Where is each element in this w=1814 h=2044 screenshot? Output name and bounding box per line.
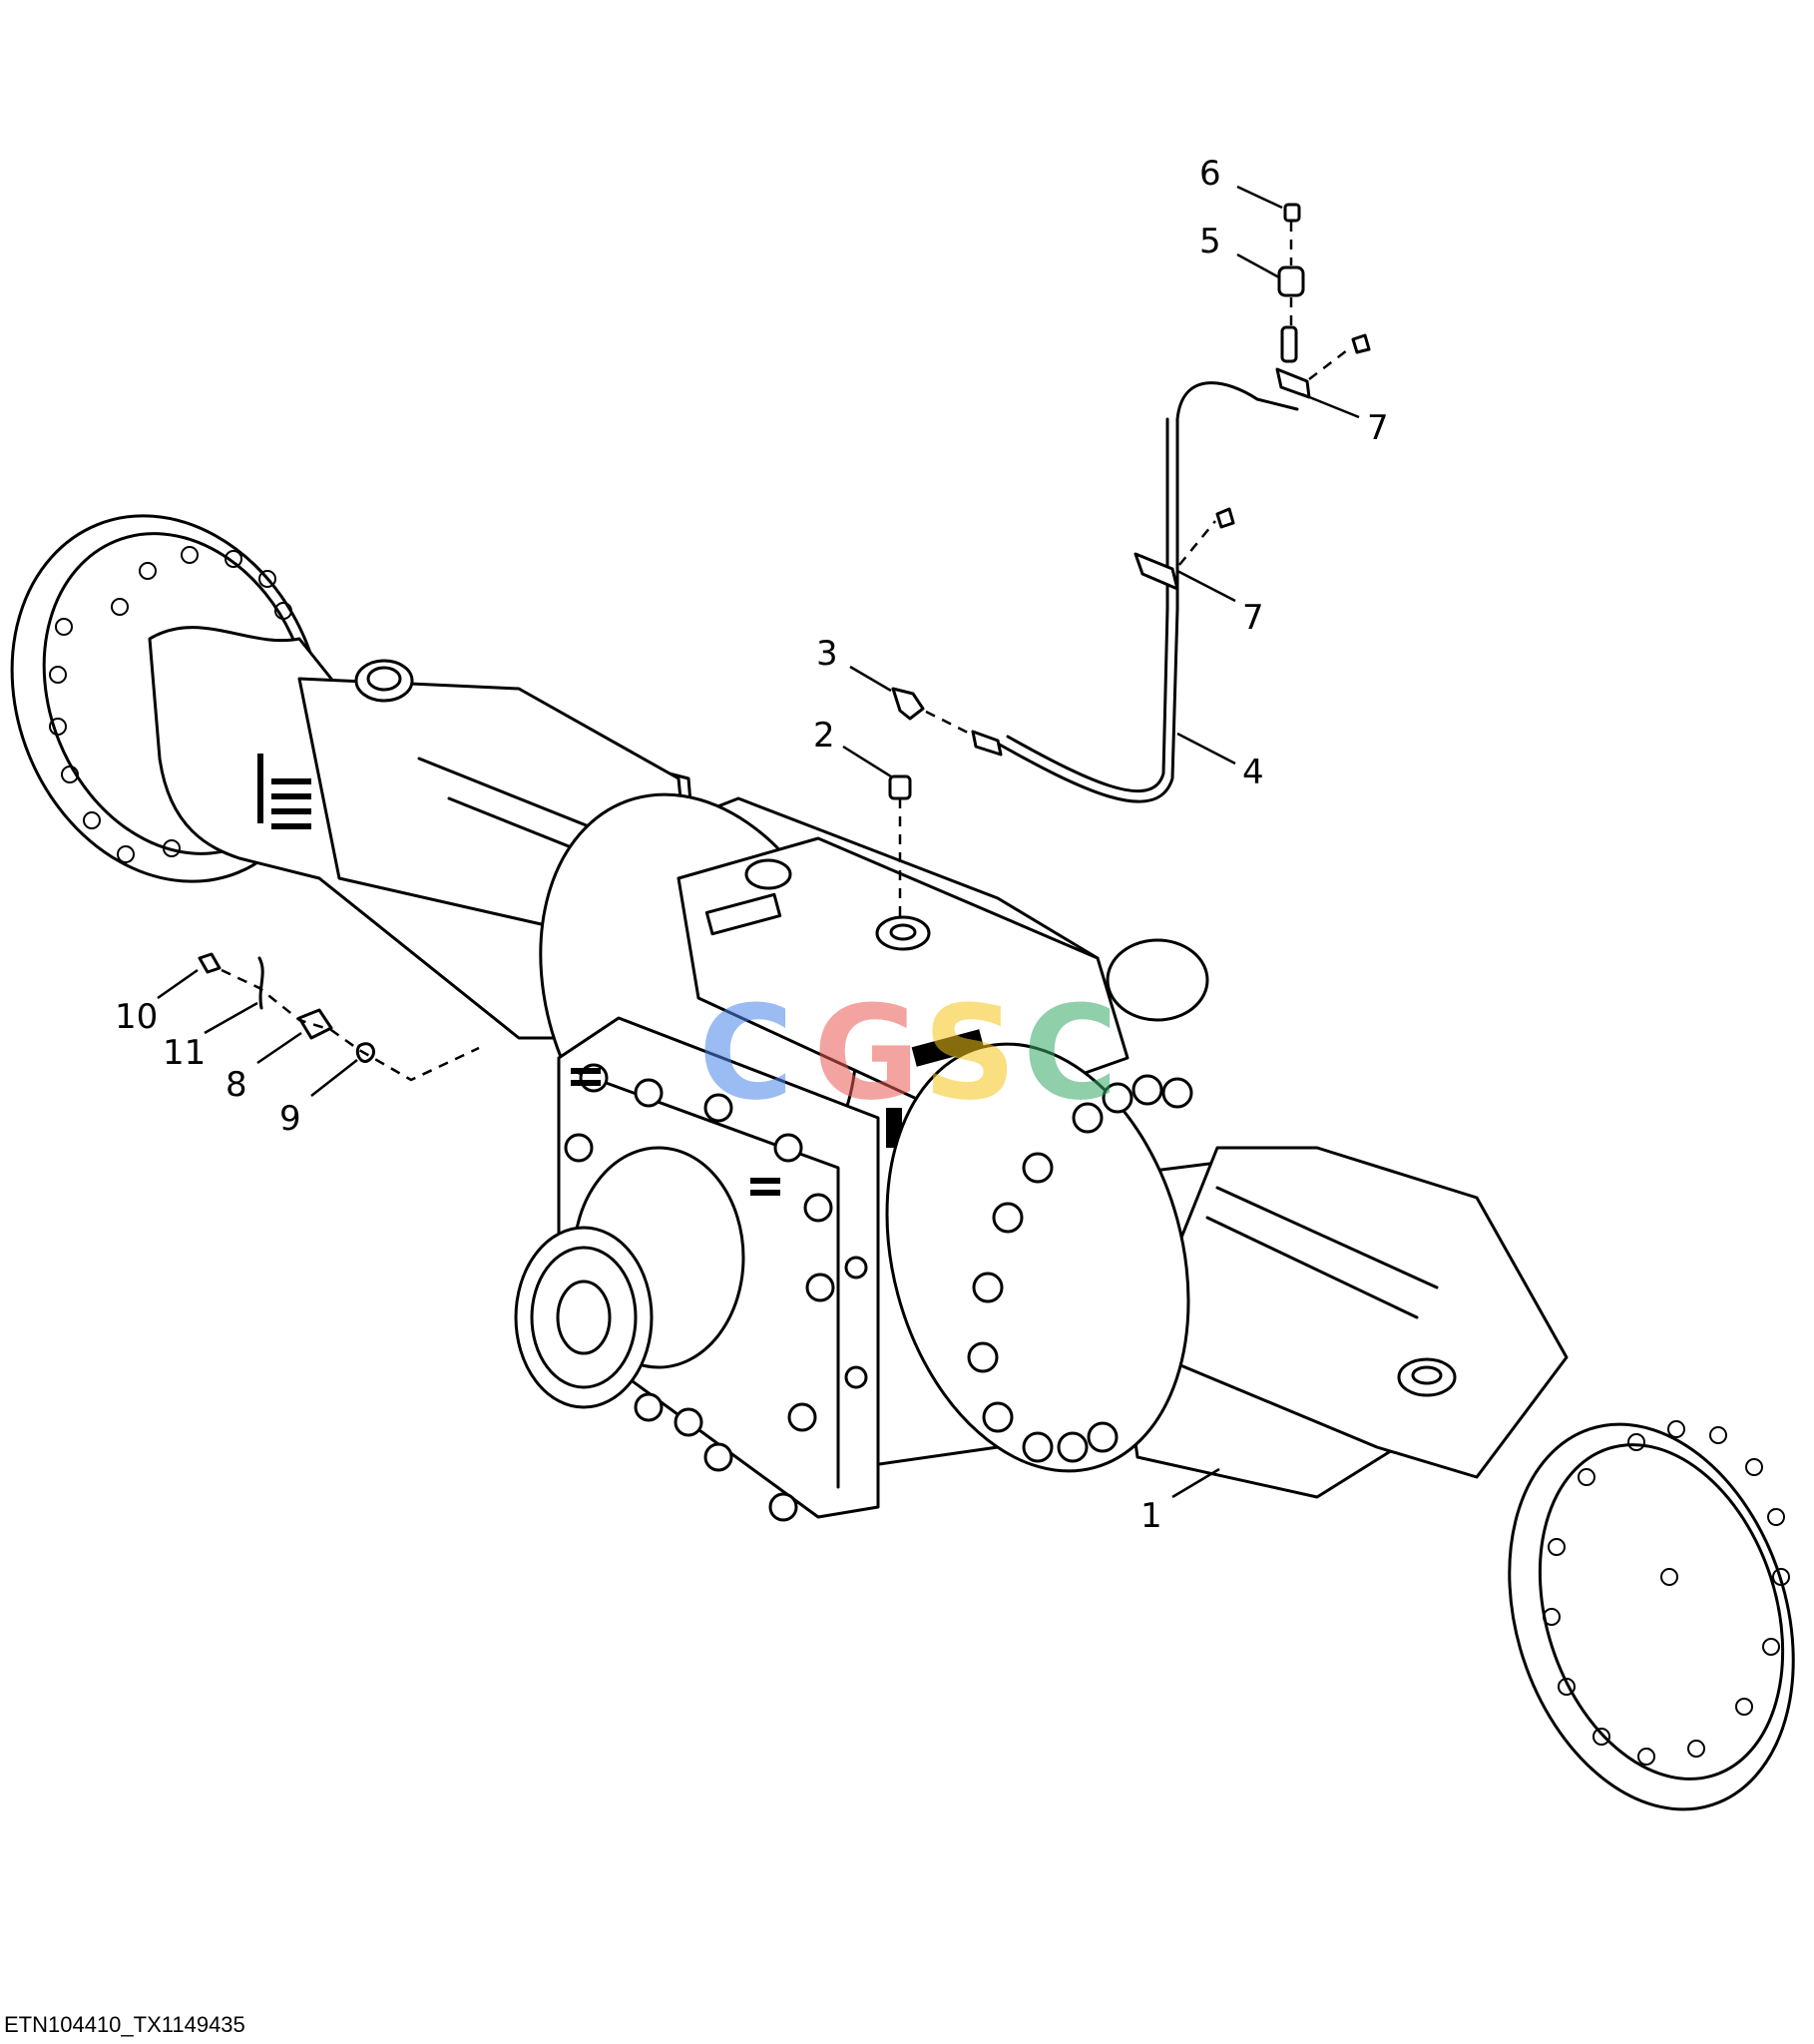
callout-7-lower: 7: [1242, 598, 1264, 638]
callout-9: 9: [279, 1099, 301, 1139]
input-flange-logo: [571, 1068, 780, 1196]
left-housing-label-plate: [257, 754, 311, 829]
callout-2: 2: [813, 716, 835, 756]
watermark-letter-s: S: [923, 977, 1017, 1129]
callout-5: 5: [1199, 222, 1221, 261]
drain-plug-group: [198, 952, 480, 1082]
callout-8: 8: [226, 1065, 247, 1105]
hose-clamp-upper: [1275, 367, 1311, 399]
watermark-letter-c2: C: [1023, 977, 1118, 1129]
drawing-reference-id: ETN104410_TX1149435: [4, 2012, 245, 2037]
input-gear-case: [514, 1016, 902, 1522]
breather-cap: [1283, 203, 1301, 223]
callout-labels: 6 5 7 7 4 3 2 1 10 11 8 9: [115, 154, 1389, 1536]
o-ring: [355, 1042, 375, 1063]
bleeder-screw: [198, 952, 222, 974]
elbow-fitting: [891, 687, 925, 721]
callout-11: 11: [163, 1033, 206, 1073]
watermark-letter-g: G: [813, 977, 920, 1129]
input-case-bolts: [564, 1063, 868, 1522]
breather-assembly: [888, 203, 1371, 918]
breather-hose: [996, 381, 1299, 803]
right-flange-bolt-holes: [1543, 1420, 1790, 1766]
cap-strap: [257, 956, 264, 1010]
callout-1: 1: [1140, 1496, 1162, 1536]
callout-3: 3: [816, 634, 838, 674]
right-brake-bolts: [967, 1074, 1193, 1463]
callout-10: 10: [115, 997, 158, 1037]
watermark-logo: C G S C: [698, 977, 1118, 1129]
callout-leaders: [157, 185, 1360, 1499]
right-axle-housing: [885, 1042, 1795, 1811]
hose-clamp-lower: [1134, 552, 1179, 591]
callout-4: 4: [1242, 753, 1264, 792]
adapter-fitting: [888, 774, 912, 800]
breather-body: [1277, 265, 1305, 297]
callout-6: 6: [1199, 154, 1221, 194]
left-flange-bolt-holes: [49, 546, 292, 863]
callout-7-upper: 7: [1367, 408, 1389, 448]
watermark-letter-c1: C: [698, 977, 793, 1129]
